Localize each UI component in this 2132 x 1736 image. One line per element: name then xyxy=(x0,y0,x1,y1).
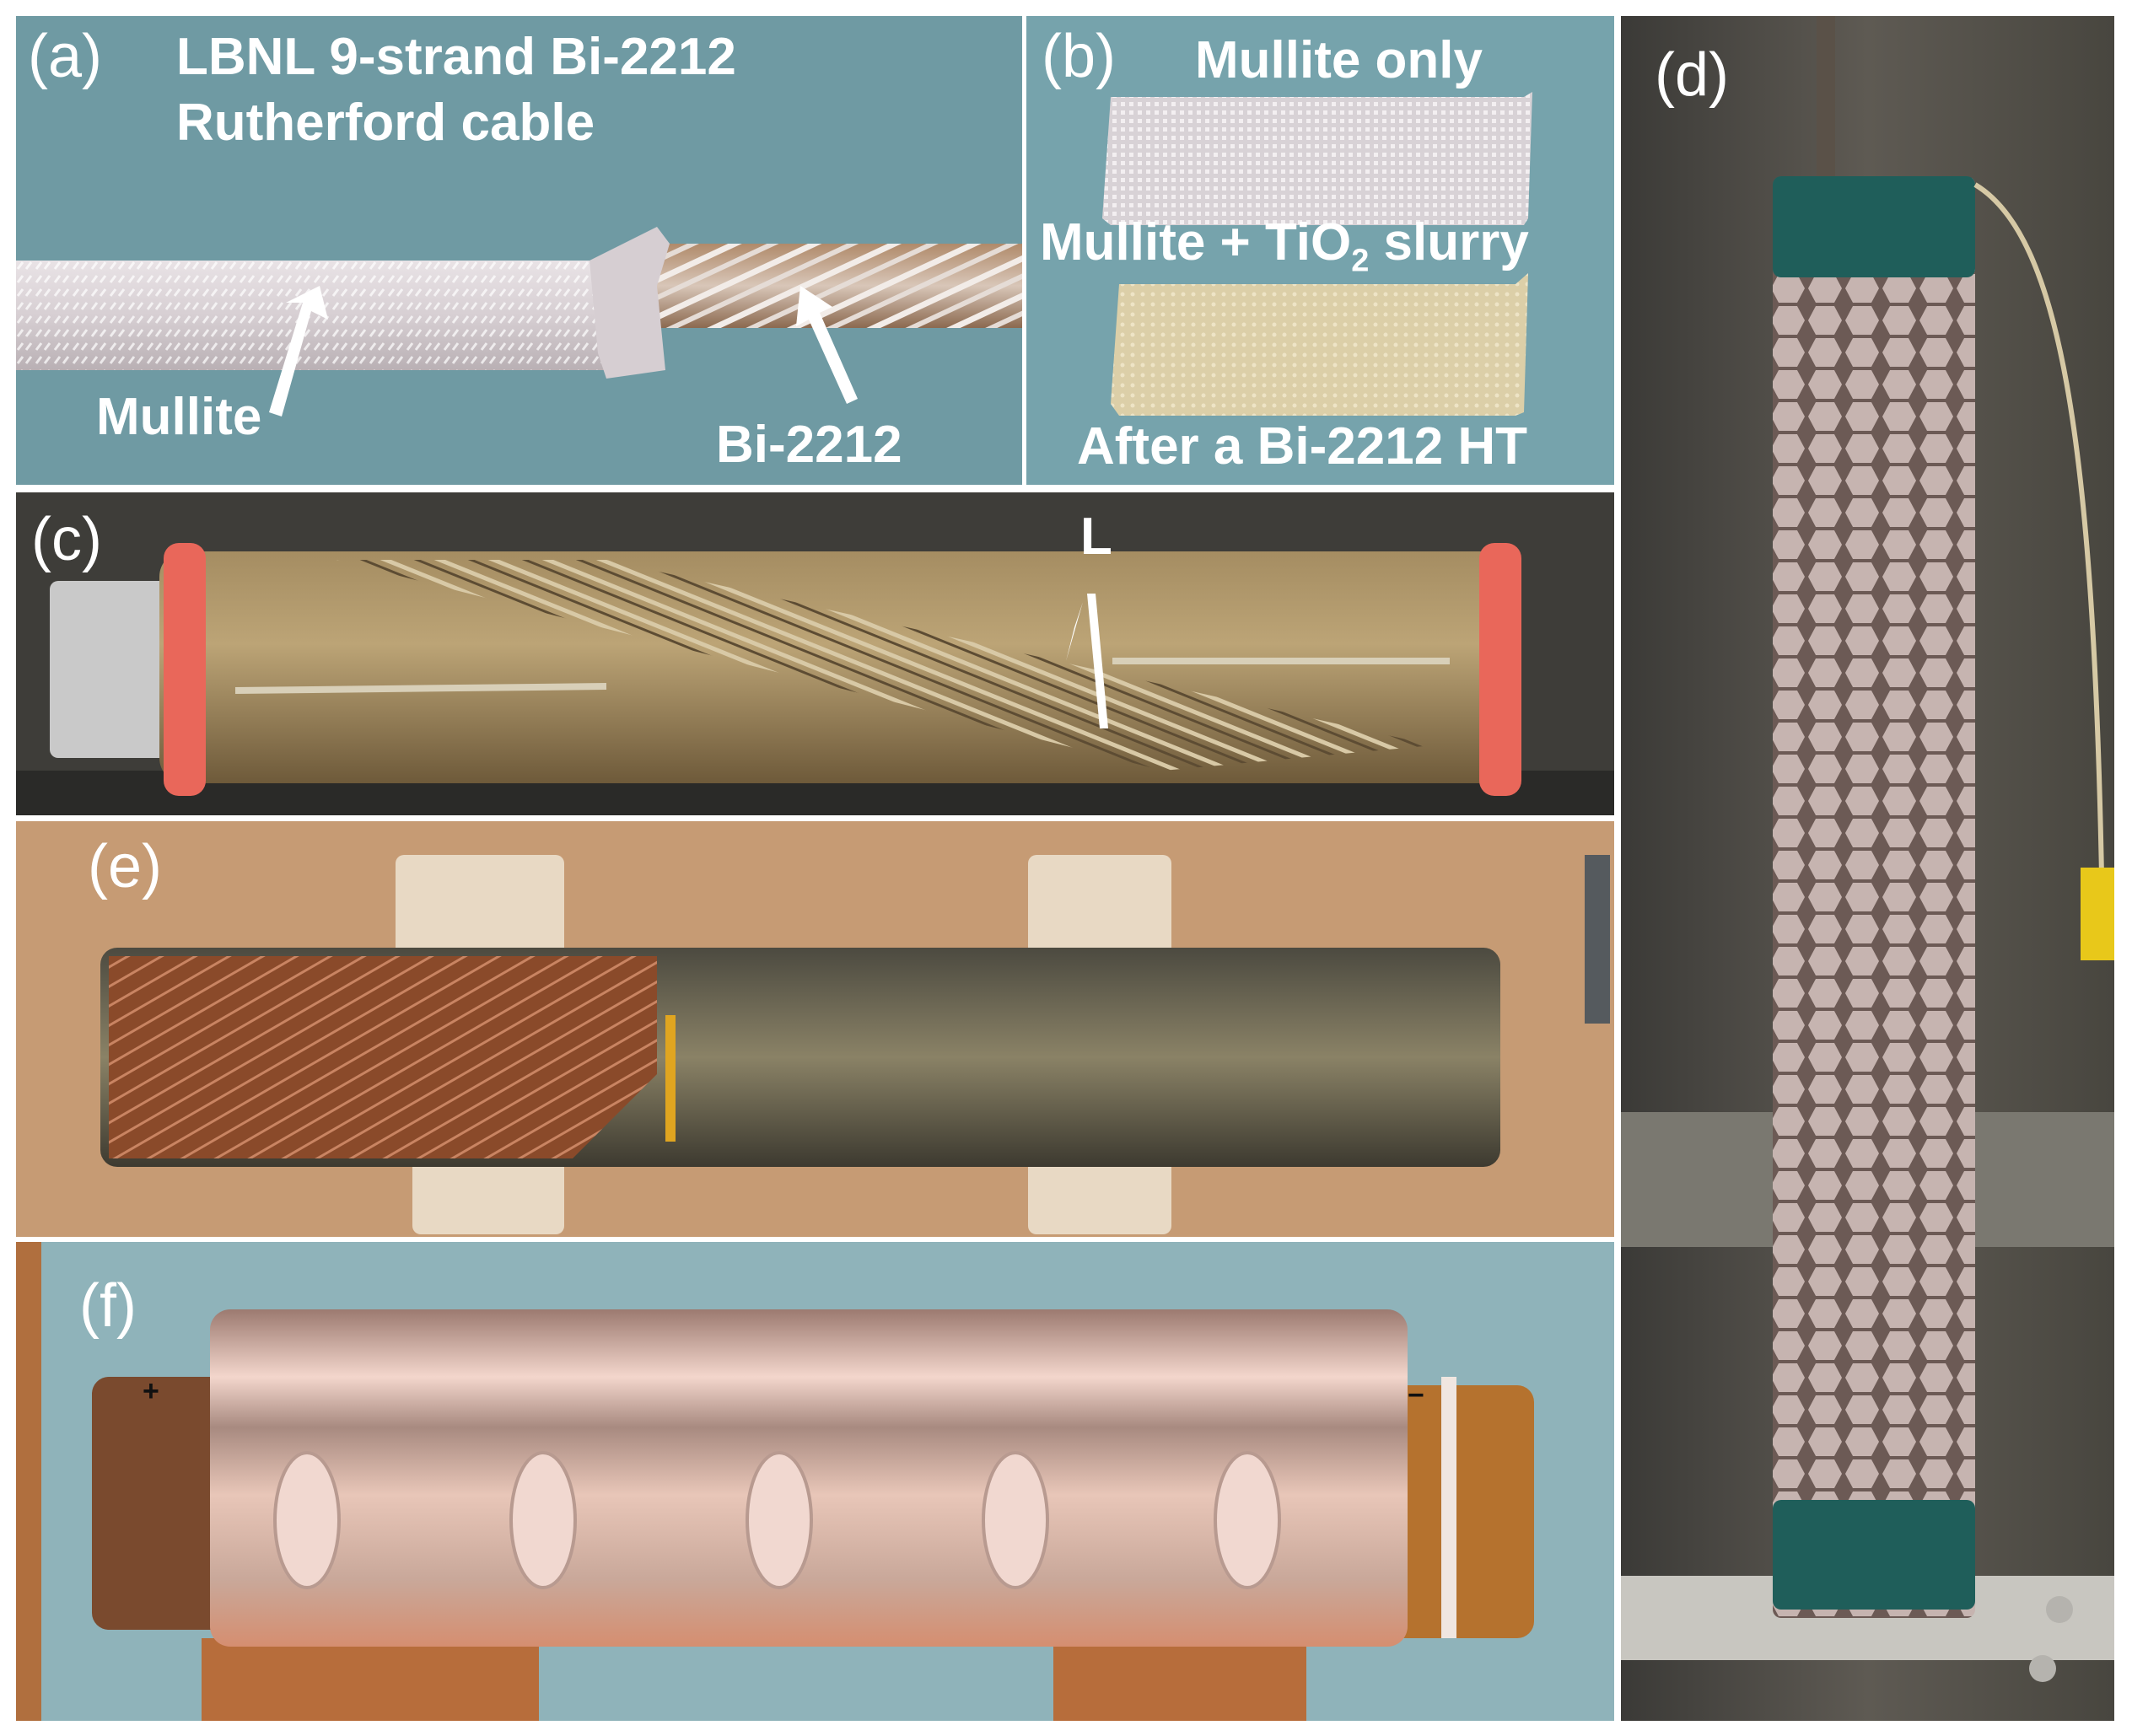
panel-d-vertical-coil: (d) xyxy=(1621,16,2114,1721)
threaded-rod xyxy=(1817,16,1835,176)
panel-a-title-line2: Rutherford cable xyxy=(176,94,595,152)
clamp-group xyxy=(273,1451,1281,1589)
thermocouple-wire xyxy=(1973,182,2104,877)
strap-left xyxy=(164,543,206,796)
hexagon-wrapped-coil xyxy=(1773,176,1975,1618)
wood-block-2 xyxy=(1028,855,1171,973)
arrow-l-1 xyxy=(1087,594,1108,728)
arrow-l-2 xyxy=(1066,602,1083,661)
panel-b-sleeve-comparison: (b) Mullite only Mullite + TiO2 slurry A… xyxy=(1026,16,1614,485)
clamp-5 xyxy=(1214,1451,1281,1589)
annotation-mullite: Mullite xyxy=(96,388,262,446)
shell-illustration xyxy=(16,1242,1614,1721)
yellow-connector xyxy=(2081,868,2114,960)
clamp-2 xyxy=(509,1451,577,1589)
polarity-minus: − xyxy=(1408,1379,1424,1411)
panel-label-a: (a) xyxy=(28,23,102,90)
sample-mullite-only xyxy=(1102,92,1532,225)
ruler xyxy=(1585,855,1610,1024)
panel-f-copper-shell: (f) + − xyxy=(16,1242,1614,1721)
caption-mullite-only: Mullite only xyxy=(1195,31,1483,89)
copper-shell xyxy=(210,1309,1408,1647)
mandrel-end-fixture xyxy=(50,581,193,758)
sleeve-samples xyxy=(1102,92,1532,416)
strap-right xyxy=(1479,543,1521,796)
panel-label-c: (c) xyxy=(31,506,102,573)
wound-cable-turns xyxy=(336,560,1433,771)
clamp-3 xyxy=(746,1451,813,1589)
clamp-1 xyxy=(273,1451,341,1589)
wood-support-left xyxy=(202,1638,539,1721)
kapton-instrumented-region xyxy=(109,956,657,1158)
clamp-4 xyxy=(982,1451,1049,1589)
panel-label-f: (f) xyxy=(79,1272,137,1340)
panel-label-b: (b) xyxy=(1042,23,1116,90)
caption-mullite-tio2: Mullite + TiO2 slurry xyxy=(1040,213,1529,279)
arrow-bi2212 xyxy=(796,286,858,404)
annotation-l: L xyxy=(1080,508,1112,566)
cable-illustration xyxy=(16,227,1022,417)
bolt-2 xyxy=(2029,1655,2056,1682)
bottom-tape-band xyxy=(1773,1500,1975,1610)
panel-label-e: (e) xyxy=(88,833,162,900)
panel-a-cable-photo: (a) LBNL 9-strand Bi-2212 Rutherford cab… xyxy=(16,16,1022,485)
coil-illustration xyxy=(16,821,1614,1237)
caption-after-ht: After a Bi-2212 HT xyxy=(1077,417,1528,476)
sample-mullite-tio2 xyxy=(1111,273,1528,416)
wood-support-right xyxy=(1053,1638,1306,1721)
mandrel-illustration xyxy=(16,492,1614,815)
panel-c-wound-mandrel: (c) L xyxy=(16,492,1614,815)
bolt-1 xyxy=(2046,1596,2073,1623)
polarity-plus: + xyxy=(143,1375,159,1407)
annotation-bi2212: Bi-2212 xyxy=(716,416,902,474)
panel-e-instrumented-coil: (e) xyxy=(16,821,1614,1237)
top-tape-band xyxy=(1773,176,1975,277)
panel-label-d: (d) xyxy=(1655,41,1729,109)
arrow-mullite xyxy=(269,286,328,417)
vertical-coil-illustration xyxy=(1621,16,2114,1721)
panel-a-title-line1: LBNL 9-strand Bi-2212 xyxy=(176,28,736,86)
wood-block-1 xyxy=(396,855,564,973)
